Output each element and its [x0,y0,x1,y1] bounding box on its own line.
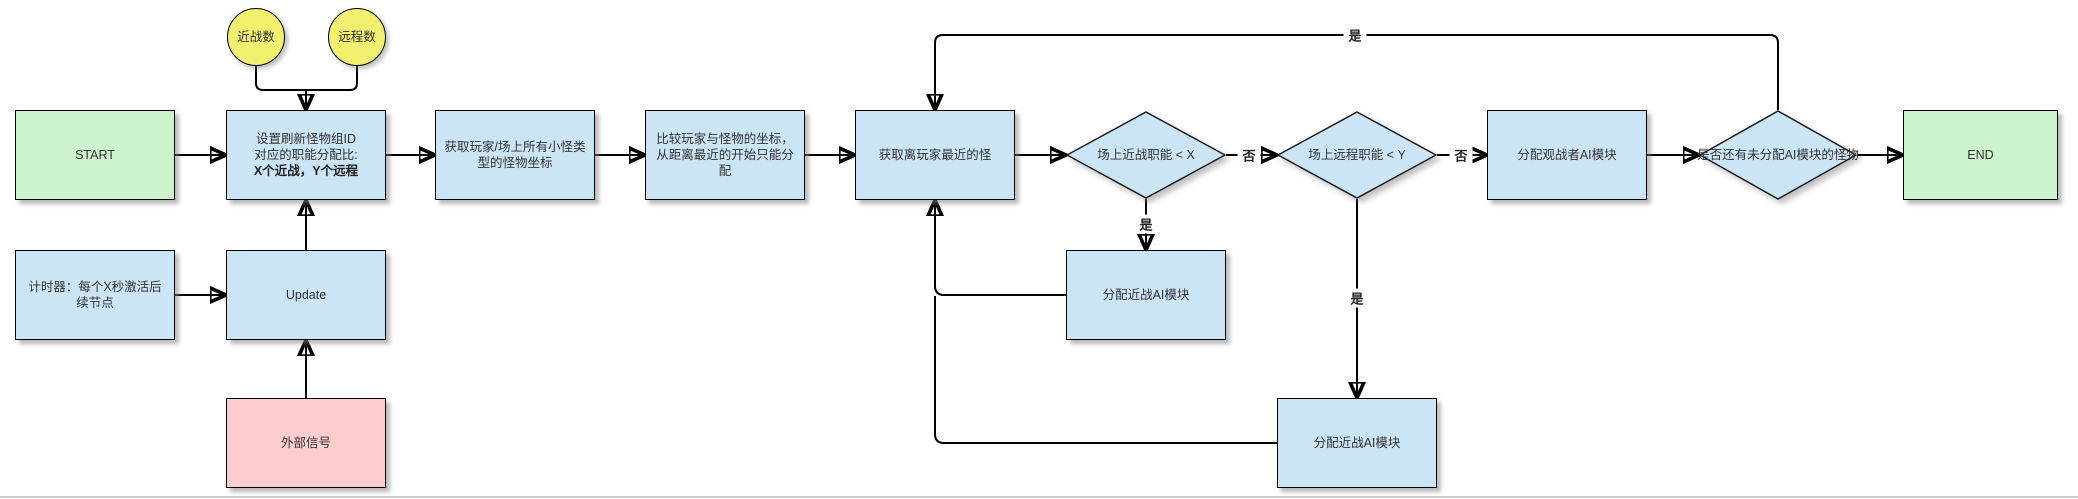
node-setup-ratio-label: 设置刷新怪物组ID 对应的职能分配比: X个近战，Y个远程 [254,131,358,180]
node-assign-melee-2[interactable]: 分配近战AI模块 [1277,398,1437,488]
node-setup-ratio[interactable]: 设置刷新怪物组ID 对应的职能分配比: X个近战，Y个远程 [226,110,386,200]
setup-line-1: 设置刷新怪物组ID [255,131,356,146]
edge-label-loop-yes: 是 [1343,25,1367,45]
setup-line-3: X个近战，Y个远程 [253,164,359,179]
node-compare-coords-label: 比较玩家与怪物的坐标，从距离最近的开始只能分配 [656,131,794,179]
edge-label-ranged-yes: 是 [1345,288,1369,308]
edge-ranged-count-merge [306,66,358,91]
decision-melee-check[interactable]: 场上近战职能 < X [1066,111,1226,199]
decision-melee-check-label: 场上近战职能 < X [1097,147,1195,162]
node-get-coords-label: 获取玩家/场上所有小怪类型的怪物坐标 [444,139,586,170]
decision-remaining-check[interactable]: 是否还有未分配AI模块的怪物 [1697,110,1859,200]
decision-remaining-check-label: 是否还有未分配AI模块的怪物 [1697,147,1859,162]
edge-assignmelee1-loop [935,200,1066,296]
decision-ranged-check-label: 场上远程职能 < Y [1308,147,1406,162]
node-start-label: START [75,147,115,162]
edge-label-ranged-no: 否 [1449,145,1473,165]
node-timer-label: 计时器：每个X秒激活后续节点 [28,279,162,310]
node-get-coords[interactable]: 获取玩家/场上所有小怪类型的怪物坐标 [435,110,595,200]
node-end-label: END [1967,147,1994,162]
node-melee-count[interactable]: 近战数 [227,8,285,66]
node-update-label: Update [285,287,327,302]
diamond-shape [1066,111,1226,199]
node-ranged-count-label: 远程数 [338,29,376,44]
node-start[interactable]: START [15,110,175,200]
node-melee-count-label: 近战数 [237,29,275,44]
node-external-signal[interactable]: 外部信号 [226,398,386,488]
setup-line-2: 对应的职能分配比: [254,147,358,162]
diamond-shape [1277,111,1437,199]
decision-ranged-check[interactable]: 场上远程职能 < Y [1277,111,1437,199]
node-end[interactable]: END [1903,110,2058,200]
diamond-shape [1699,110,1857,200]
edge-label-melee-no: 否 [1237,145,1261,165]
node-timer[interactable]: 计时器：每个X秒激活后续节点 [15,250,175,340]
edge-melee-count-merge [255,66,306,91]
canvas-bottom-border [0,496,2078,498]
node-get-nearest-label: 获取离玩家最近的怪 [878,147,992,162]
node-assign-spectator[interactable]: 分配观战者AI模块 [1487,110,1647,200]
node-assign-melee-2-label: 分配近战AI模块 [1313,435,1401,450]
node-assign-spectator-label: 分配观战者AI模块 [1517,147,1617,162]
node-get-nearest[interactable]: 获取离玩家最近的怪 [855,110,1015,200]
node-update[interactable]: Update [226,250,386,340]
node-external-signal-label: 外部信号 [280,435,331,450]
edge-label-melee-yes: 是 [1134,214,1158,234]
node-ranged-count[interactable]: 远程数 [328,8,386,66]
node-compare-coords[interactable]: 比较玩家与怪物的坐标，从距离最近的开始只能分配 [645,110,805,200]
node-assign-melee-1-label: 分配近战AI模块 [1102,287,1190,302]
edge-remaining-yes-loop [935,34,1779,110]
node-assign-melee-1[interactable]: 分配近战AI模块 [1066,250,1226,340]
